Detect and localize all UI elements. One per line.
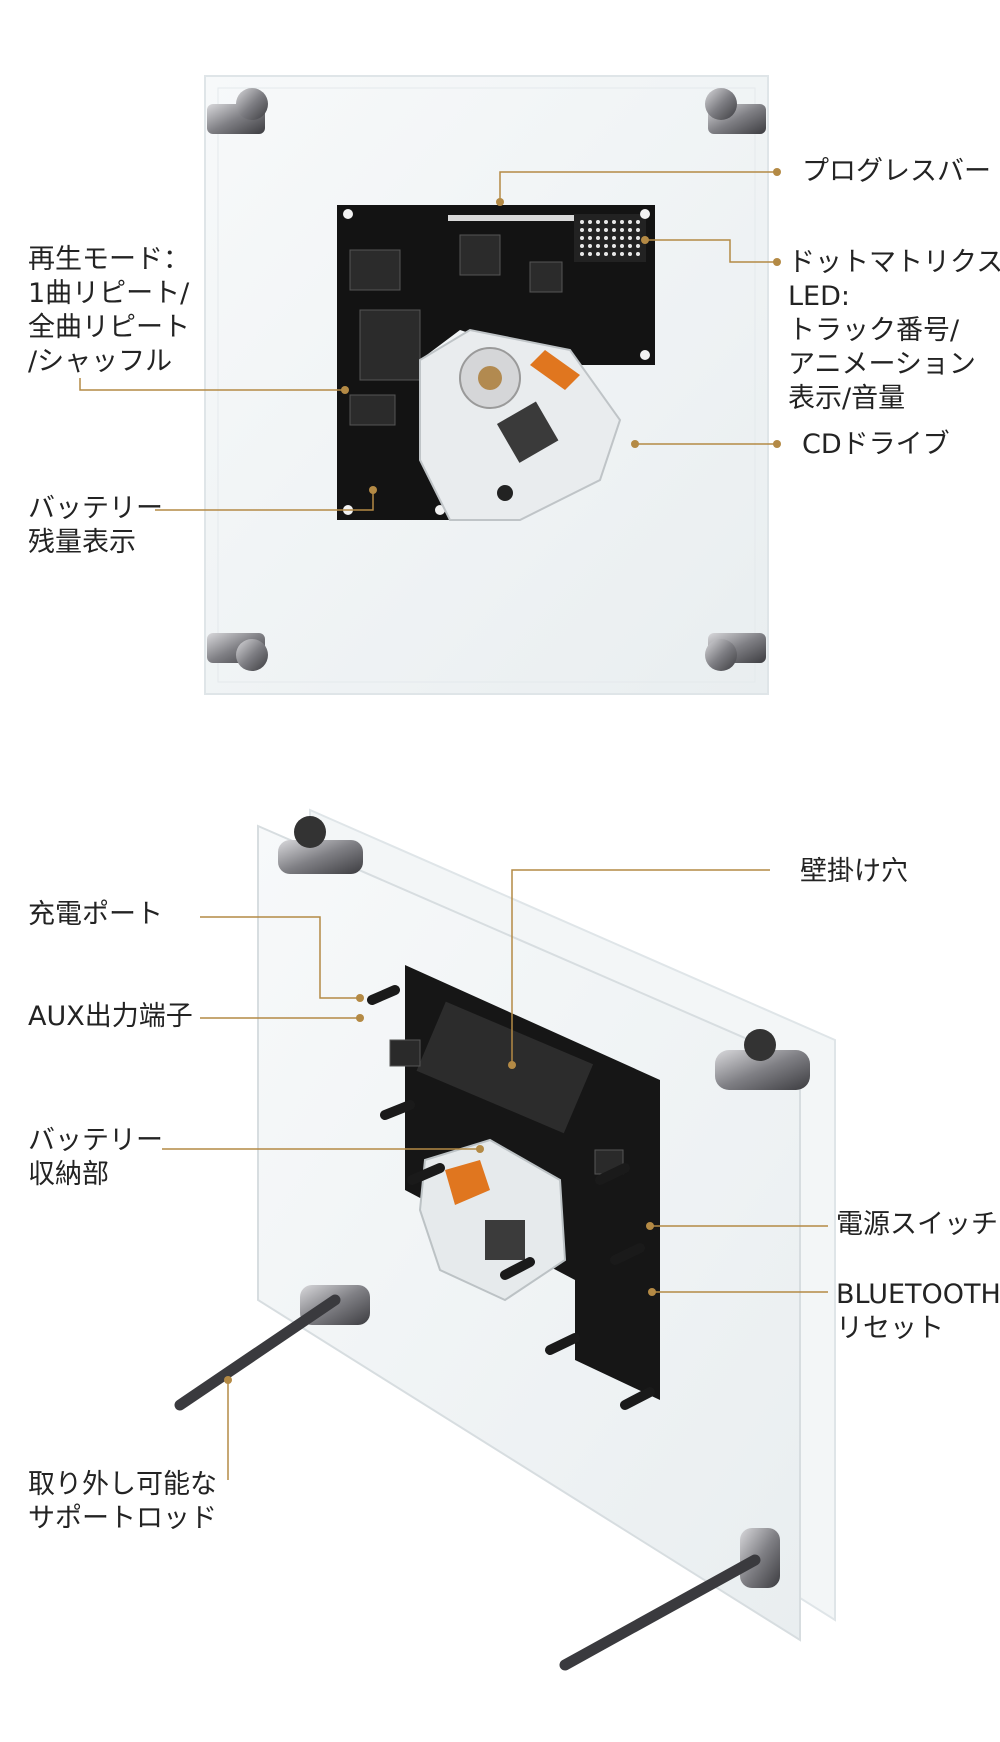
front-leader-lines [79,171,777,511]
label-progress-bar: プログレスバー [802,156,991,187]
battery-holder [416,1001,594,1134]
label-aux-output: AUX出力端子 [28,1001,193,1032]
label-cd-drive: CDドライブ [802,429,950,460]
back-standoff-right [715,1029,810,1090]
label-play-mode: 再生モード： 1曲リピート/ 全曲リピート /シャッフル [28,244,190,377]
label-support-rod: 取り外し可能な サポートロッド [28,1469,217,1534]
cd-ribbon-cable [530,350,580,390]
standoff-bottom-right [705,633,766,671]
front-acrylic-inner-edge [217,87,756,683]
board-chips [349,234,563,426]
standoff-bottom-left [207,633,268,671]
label-battery-level: バッテリー 残量表示 [28,493,163,558]
support-rod-left [174,1294,341,1411]
front-circuit-board [337,205,655,520]
back-leader-lines [162,869,828,1480]
standoff-top-left [207,88,268,134]
label-bluetooth-reset: BLUETOOTH リセット [836,1279,1000,1344]
label-battery-compartment: バッテリー 収納部 [28,1125,163,1190]
board-mount-holes [343,209,650,515]
dot-matrix-display [574,214,646,262]
back-standoff-pins [367,985,655,1410]
progress-bar-strip [448,215,578,221]
standoff-top-right [705,88,766,134]
front-view [79,75,781,695]
front-leader-dots [341,168,781,494]
cd-drive [419,328,622,521]
back-standoff-top-left [278,816,363,874]
support-rod-right [559,1554,761,1671]
back-chips [389,1039,624,1175]
back-leader-dots [224,994,656,1384]
label-power-switch: 電源スイッチ [836,1209,998,1240]
label-wall-hole: 壁掛け穴 [800,856,908,887]
label-dot-matrix-led: ドットマトリクス LED: トラック番号/ アニメーション 表示/音量 [788,247,1000,414]
label-charging-port: 充電ポート [28,899,163,930]
back-view [162,808,836,1671]
cd-laser-sled [496,401,559,463]
